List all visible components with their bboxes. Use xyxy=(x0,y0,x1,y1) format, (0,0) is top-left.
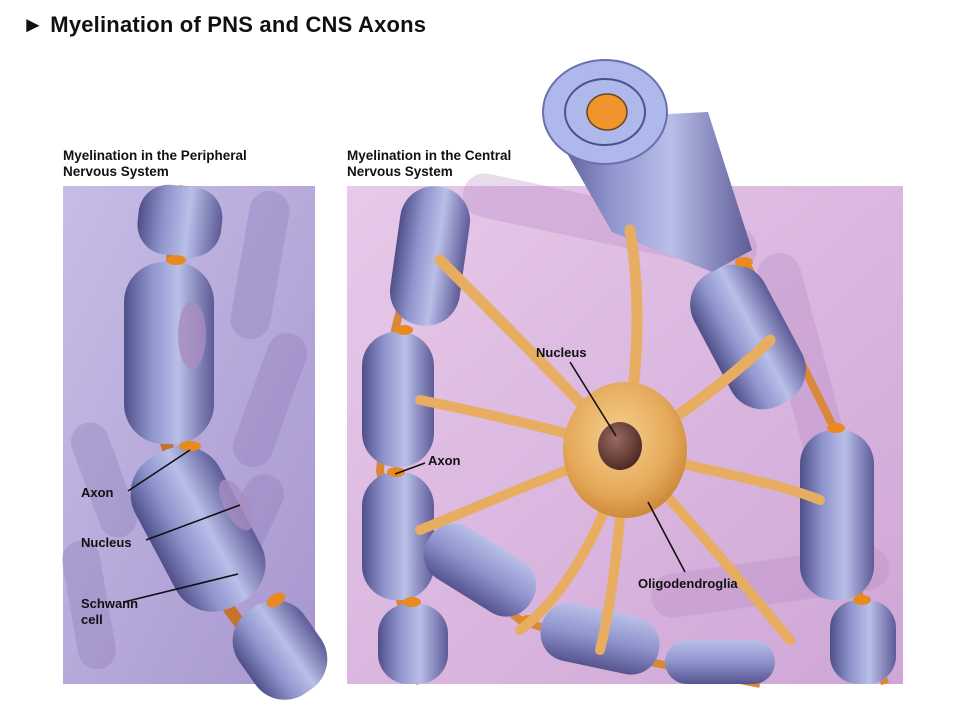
pns-panel-heading: Myelination in the Peripheral Nervous Sy… xyxy=(63,148,247,180)
pns-axon-label: Axon xyxy=(81,485,114,500)
pns-panel: Axon Nucleus Schwann cell xyxy=(62,184,328,700)
pns-heading-line2: Nervous System xyxy=(63,164,169,179)
pns-schwann-label-line2: cell xyxy=(81,612,103,627)
cns-axon-label: Axon xyxy=(428,453,461,468)
pns-leader-lines xyxy=(123,449,241,603)
pns-heading-line1: Myelination in the Peripheral xyxy=(63,148,247,163)
pns-schwann-label-line1: Schwann xyxy=(81,596,138,611)
cns-leader-lines xyxy=(394,361,686,573)
cns-heading-line2: Nervous System xyxy=(347,164,453,179)
cns-panel-heading: Myelination in the Central Nervous Syste… xyxy=(347,148,511,180)
tube-axon-core xyxy=(586,93,628,131)
oligodendroglia-label: Oligodendroglia xyxy=(638,576,738,591)
pns-schwann-nucleus-upper xyxy=(178,301,206,369)
pns-nodes-of-ranvier xyxy=(166,255,286,608)
cns-panel: Nucleus Axon Oligodendroglia xyxy=(347,59,903,688)
oligodendrocyte-nucleus xyxy=(598,422,642,470)
cns-nucleus-label: Nucleus xyxy=(536,345,587,360)
cns-nodes-of-ranvier xyxy=(387,257,871,625)
slide-title: ► Myelination of PNS and CNS Axons xyxy=(22,12,427,37)
cns-myelin-segments xyxy=(362,186,896,684)
pns-nucleus-label: Nucleus xyxy=(81,535,132,550)
cns-cross-section-tube xyxy=(542,59,752,272)
cns-heading-line1: Myelination in the Central xyxy=(347,148,512,163)
pns-schwann-nucleus xyxy=(219,479,253,531)
